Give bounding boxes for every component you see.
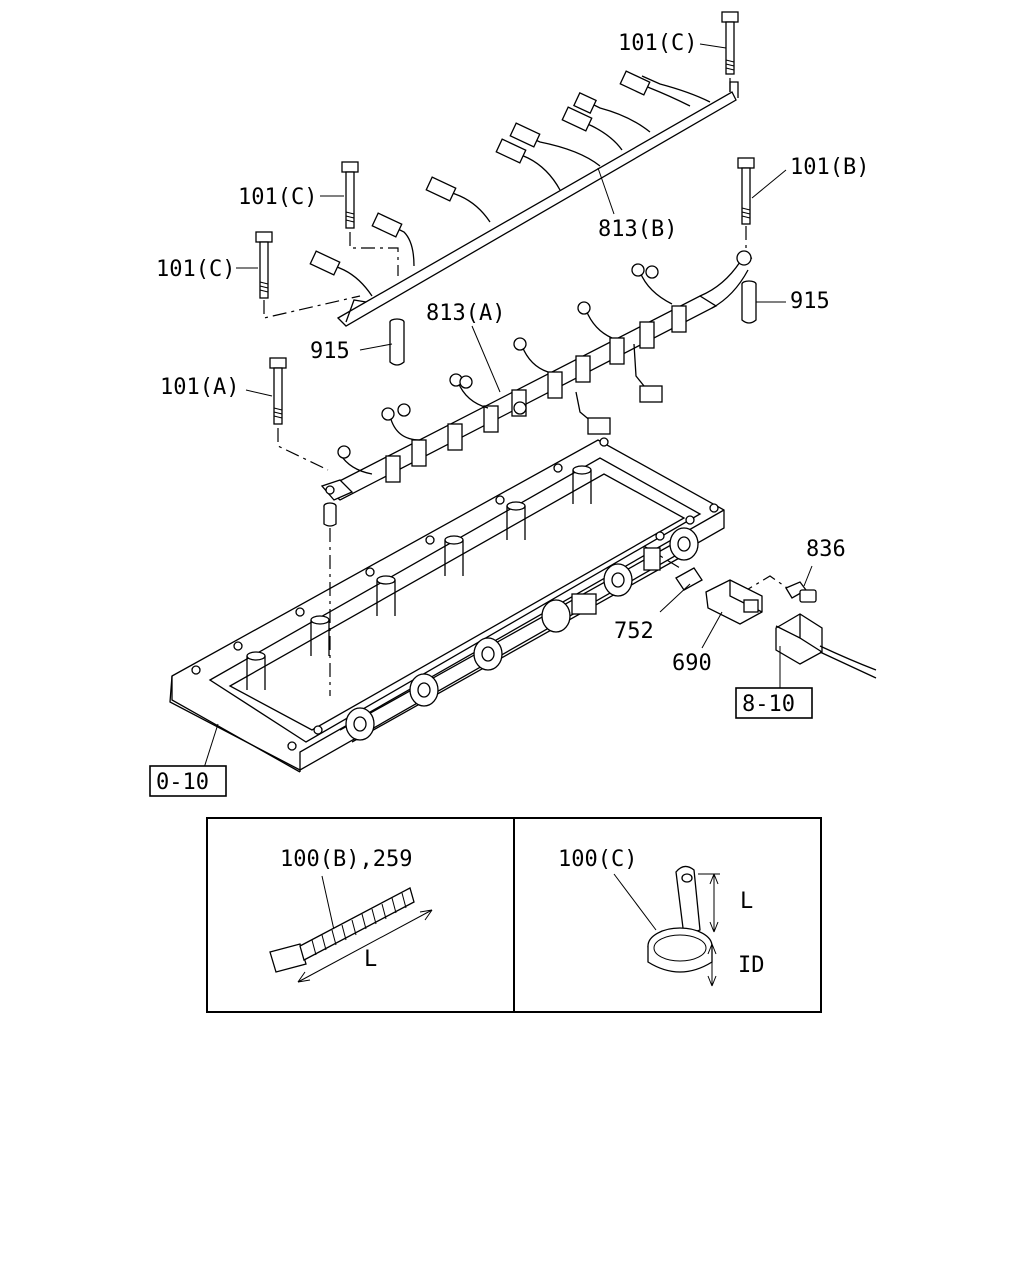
bolt-101c-middle — [341, 161, 359, 229]
label-813b: 813(B) — [598, 217, 677, 242]
label-752: 752 — [614, 619, 654, 644]
detail-panel-cable-tie: 100(B),259 L — [206, 817, 515, 1013]
dimension-l-tie: L — [364, 947, 377, 972]
label-915-right: 915 — [790, 289, 830, 314]
label-101c-left: 101(C) — [156, 257, 235, 282]
reference-box-0-10[interactable]: 0-10 — [149, 765, 227, 797]
sensor-690 — [705, 579, 763, 625]
gasket-752 — [675, 567, 703, 591]
label-101c-middle: 101(C) — [238, 185, 317, 210]
spacer-915-right — [741, 280, 757, 324]
spacer-915-left — [389, 318, 405, 366]
wiring-harness-813b — [309, 70, 739, 327]
wiring-harness-813a — [320, 250, 753, 501]
dimension-l-clip: L — [740, 889, 753, 914]
label-100c: 100(C) — [558, 847, 637, 872]
label-100b-259: 100(B),259 — [280, 847, 412, 872]
bolt-101c-left — [255, 231, 273, 299]
label-101a: 101(A) — [160, 375, 239, 400]
spacer-lower — [323, 502, 337, 527]
harness-connector — [775, 613, 877, 679]
label-836: 836 — [806, 537, 846, 562]
label-813a: 813(A) — [426, 301, 505, 326]
bolt-101b — [737, 157, 755, 225]
label-690: 690 — [672, 651, 712, 676]
rocker-case-housing — [169, 437, 725, 773]
bolt-101a — [269, 357, 287, 425]
reference-label-8-10: 8-10 — [742, 692, 795, 717]
label-101b: 101(B) — [790, 155, 869, 180]
leader-lines — [203, 43, 813, 769]
label-915-left: 915 — [310, 339, 350, 364]
label-101c-top: 101(C) — [618, 31, 697, 56]
detail-panel-clip: 100(C) L ID — [513, 817, 822, 1013]
bolt-836 — [785, 581, 817, 603]
reference-label-0-10: 0-10 — [156, 770, 209, 795]
dimension-id-clip: ID — [738, 953, 765, 978]
bolt-101c-top — [721, 11, 739, 75]
reference-box-8-10[interactable]: 8-10 — [735, 687, 813, 719]
